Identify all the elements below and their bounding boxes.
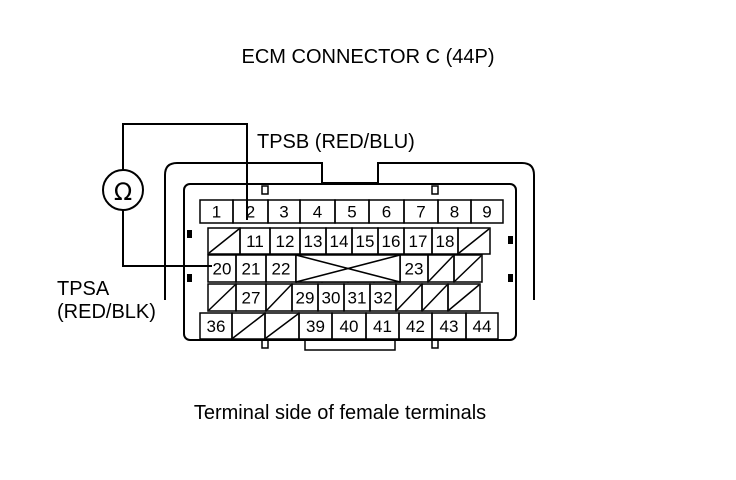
terminal-number: 1 — [212, 203, 221, 222]
unused-terminal-slash — [428, 255, 454, 282]
unused-terminal-slash — [232, 313, 265, 339]
unused-terminal-slash — [454, 255, 482, 282]
terminal-number: 43 — [440, 317, 459, 336]
unused-terminal-slash — [266, 284, 292, 311]
terminal-cell — [453, 254, 483, 283]
terminal-number: 20 — [213, 260, 232, 279]
unused-terminal-slash — [265, 313, 299, 339]
terminal-number: 42 — [406, 317, 425, 336]
connector-latch-marks — [187, 230, 513, 282]
terminal-cell — [447, 283, 481, 312]
terminal-grid — [199, 199, 504, 340]
terminal-number: 16 — [382, 232, 401, 251]
terminal-number: 17 — [409, 232, 428, 251]
terminal-cell — [457, 227, 491, 255]
unused-terminal-slash — [448, 284, 480, 311]
terminal-number: 18 — [436, 232, 455, 251]
terminal-number: 9 — [482, 203, 491, 222]
terminal-number: 41 — [373, 317, 392, 336]
terminal-number: 3 — [279, 203, 288, 222]
unused-terminal-slash — [208, 284, 236, 311]
terminal-number: 12 — [276, 232, 295, 251]
unused-terminal-slash — [422, 284, 448, 311]
terminal-number: 11 — [246, 232, 264, 251]
ohmmeter-icon — [102, 169, 144, 211]
terminal-number: 32 — [374, 289, 393, 308]
connector-keys — [261, 185, 439, 351]
terminal-number: 22 — [272, 260, 291, 279]
tpsa-wire-color-label: (RED/BLK) — [57, 301, 156, 323]
unused-terminal-slash — [396, 284, 422, 311]
terminal-number: 13 — [304, 232, 323, 251]
terminal-side-caption: Terminal side of female terminals — [193, 402, 487, 424]
meter-wiring — [122, 123, 248, 267]
terminal-number: 31 — [348, 289, 367, 308]
terminal-number: 6 — [382, 203, 391, 222]
terminal-number: 29 — [296, 289, 315, 308]
connector-title: ECM CONNECTOR C (44P) — [241, 46, 495, 68]
terminal-number: 2 — [246, 203, 255, 222]
blank-block-cross — [295, 254, 401, 283]
terminal-number: 5 — [347, 203, 356, 222]
tpsb-wire-label: TPSB (RED/BLU) — [257, 131, 415, 153]
terminal-number: 15 — [356, 232, 375, 251]
ohmmeter: Ω — [102, 169, 144, 211]
terminal-number: 44 — [473, 317, 492, 336]
tpsa-wire-label: TPSA — [57, 278, 110, 300]
terminal-number: 8 — [450, 203, 459, 222]
terminal-number: 27 — [242, 289, 261, 308]
terminal-number: 23 — [405, 260, 424, 279]
terminal-number: 39 — [306, 317, 325, 336]
unused-terminal-slash — [458, 228, 490, 254]
terminal-number: 21 — [242, 260, 261, 279]
ohm-symbol: Ω — [114, 178, 132, 206]
terminal-number: 14 — [330, 232, 349, 251]
terminal-cell — [465, 312, 499, 340]
terminal-number: 30 — [322, 289, 341, 308]
unused-terminal-slash — [208, 228, 240, 254]
terminal-number: 40 — [340, 317, 359, 336]
terminal-number: 36 — [207, 317, 226, 336]
terminal-number: 7 — [416, 203, 425, 222]
terminal-cell — [470, 199, 504, 224]
terminal-number: 4 — [313, 203, 322, 222]
